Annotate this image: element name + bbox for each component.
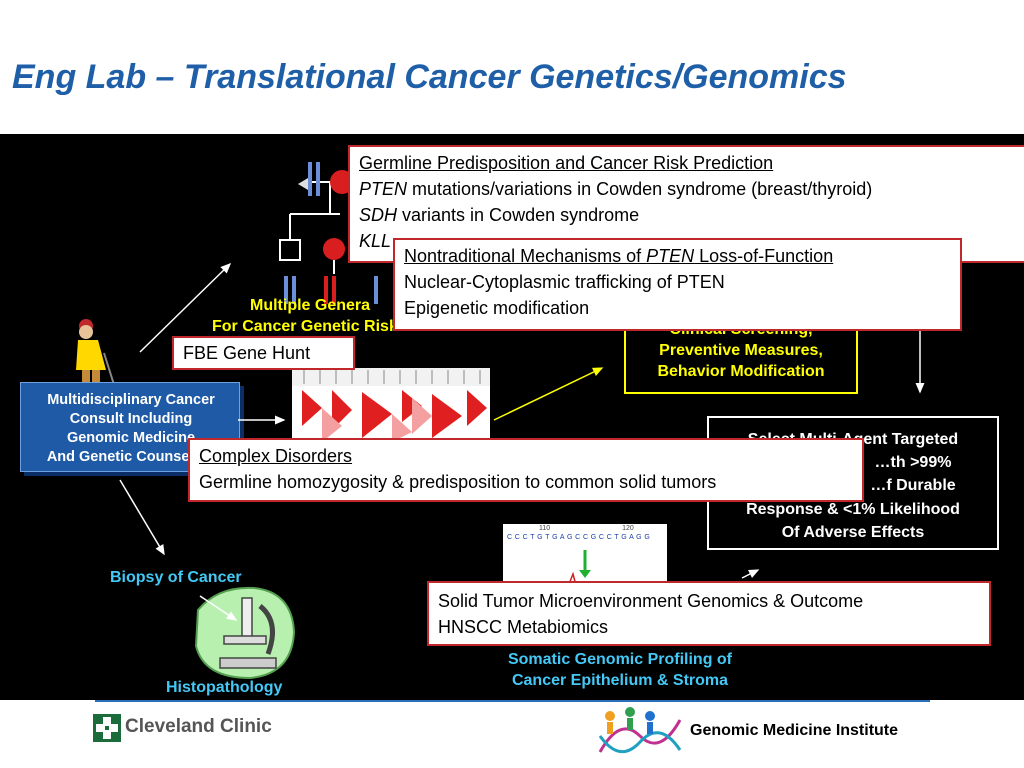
seq-number: 110 — [539, 525, 551, 532]
fbe-label: FBE Gene Hunt — [183, 343, 311, 363]
slide-title: Eng Lab – Translational Cancer Genetics/… — [12, 58, 847, 96]
seq-letters: C C C T G T G A G C C G C C T G A G G — [507, 534, 651, 541]
nontraditional-line2: Epigenetic modification — [404, 298, 590, 319]
consult-line: And Genetic Counseling — [46, 448, 216, 465]
nontraditional-line1: Nuclear-Cytoplasmic trafficking of PTEN — [404, 272, 725, 293]
cleveland-clinic-logo-icon — [93, 714, 121, 742]
microenv-line1: Solid Tumor Microenvironment Genomics & … — [438, 591, 864, 611]
multiple-generations-line1: Multiple Genera — [250, 297, 371, 314]
genomic-medicine-logo-icon — [598, 707, 682, 753]
nontraditional-heading: Nontraditional Mechanisms of PTEN Loss-o… — [404, 243, 951, 269]
gene-pten: PTEN — [359, 179, 408, 200]
gene-sdh: SDH — [359, 205, 398, 226]
germline-heading: Germline Predisposition and Cancer Risk … — [359, 153, 774, 173]
flow-arrows — [119, 262, 925, 621]
germline-line-kll: KLL — [359, 228, 1017, 254]
somatic-line: Cancer Epithelium & Stroma — [511, 671, 729, 689]
footer-divider — [95, 700, 930, 702]
fbe-gene-hunt-box: FBE Gene Hunt — [172, 336, 355, 370]
nontraditional-heading-post: Loss-of-Function — [694, 246, 834, 266]
targeted-line: Response & <1% Likelihood — [746, 500, 960, 518]
genomic-medicine-institute-name: Genomic Medicine Institute — [690, 722, 899, 739]
microenv-line2: HNSCC Metabiomics — [438, 617, 609, 638]
complex-heading: Complex Disorders — [199, 446, 353, 466]
complex-disorders-box: Complex Disorders Germline homozygosity … — [188, 438, 864, 502]
linkage-heatmap — [292, 368, 490, 442]
targeted-line: …f Durable — [870, 477, 956, 495]
clinical-line: Preventive Measures, — [659, 341, 823, 359]
nontraditional-overlay-box: Nontraditional Mechanisms of PTEN Loss-o… — [393, 238, 962, 331]
consult-line: Consult Including — [69, 410, 193, 427]
germline-line-pten: PTEN mutations/variations in Cowden synd… — [359, 176, 1017, 202]
complex-line1: Germline homozygosity & predisposition t… — [199, 472, 717, 493]
targeted-line: …th >99% — [874, 454, 952, 472]
histopathology-label: Histopathology — [166, 679, 283, 696]
microenvironment-box: Solid Tumor Microenvironment Genomics & … — [427, 581, 991, 646]
cleveland-clinic-name: Cleveland Clinic — [125, 716, 272, 737]
gene-pten: PTEN — [646, 246, 695, 266]
germline-line-sdh: SDH variants in Cowden syndrome — [359, 202, 1017, 228]
consult-text: Multidisciplinary Cancer Consult Includi… — [21, 391, 241, 466]
somatic-profiling-text: Somatic Genomic Profiling of Cancer Epit… — [450, 650, 790, 692]
gene-kll: KLL — [359, 231, 392, 252]
consult-line: Multidisciplinary Cancer — [47, 392, 215, 408]
seq-numbers: 110 120 — [539, 525, 634, 532]
somatic-line: Somatic Genomic Profiling of — [507, 651, 733, 668]
seq-number: 120 — [622, 525, 634, 532]
nontraditional-heading-pre: Nontraditional Mechanisms of — [404, 246, 647, 266]
biopsy-label: Biopsy of Cancer — [110, 569, 242, 586]
clinical-line: Behavior Modification — [657, 362, 825, 380]
germline-line-sdh-text: variants in Cowden syndrome — [397, 205, 640, 226]
germline-line-pten-text: mutations/variations in Cowden syndrome … — [407, 179, 873, 200]
targeted-line: Of Adverse Effects — [781, 523, 925, 541]
consult-line: Genomic Medicine — [66, 429, 196, 446]
